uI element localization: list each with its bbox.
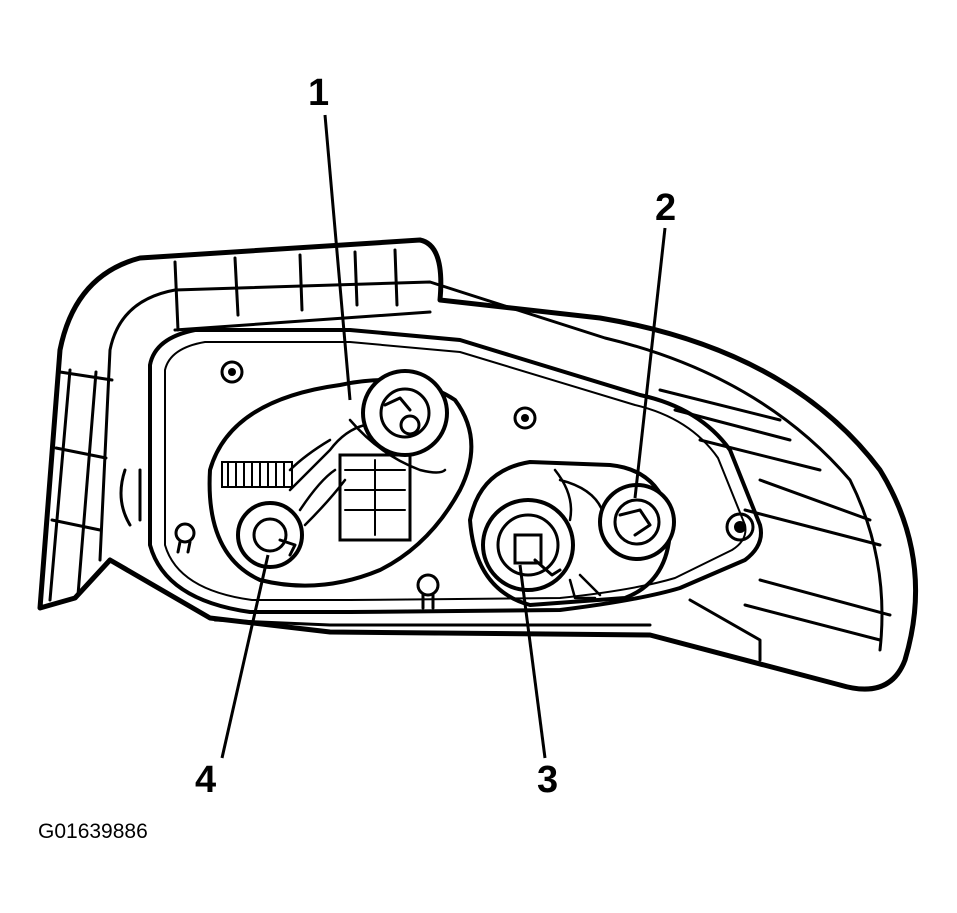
back-plate	[148, 328, 763, 614]
screw-bottom	[416, 573, 440, 610]
bulb-socket-4	[236, 501, 304, 569]
leader-line-4	[220, 554, 270, 759]
callout-4: 4	[195, 759, 216, 801]
screw-right	[725, 512, 755, 542]
leader-line-1	[323, 114, 352, 401]
lamp-housing	[37, 237, 919, 692]
screw-center-top	[513, 406, 537, 430]
bulb-socket-2	[598, 483, 676, 561]
bulb-socket-3	[481, 498, 575, 592]
screw-top-left	[220, 360, 244, 384]
screw-left	[174, 522, 196, 554]
left-socket-cavity	[207, 378, 474, 588]
callout-2: 2	[655, 187, 676, 229]
callout-3: 3	[537, 759, 558, 801]
leader-line-3	[518, 564, 547, 759]
leader-line-2	[633, 227, 667, 499]
figure-id: G01639886	[38, 820, 148, 843]
callout-1: 1	[308, 72, 329, 114]
bulb-socket-1	[361, 369, 449, 457]
